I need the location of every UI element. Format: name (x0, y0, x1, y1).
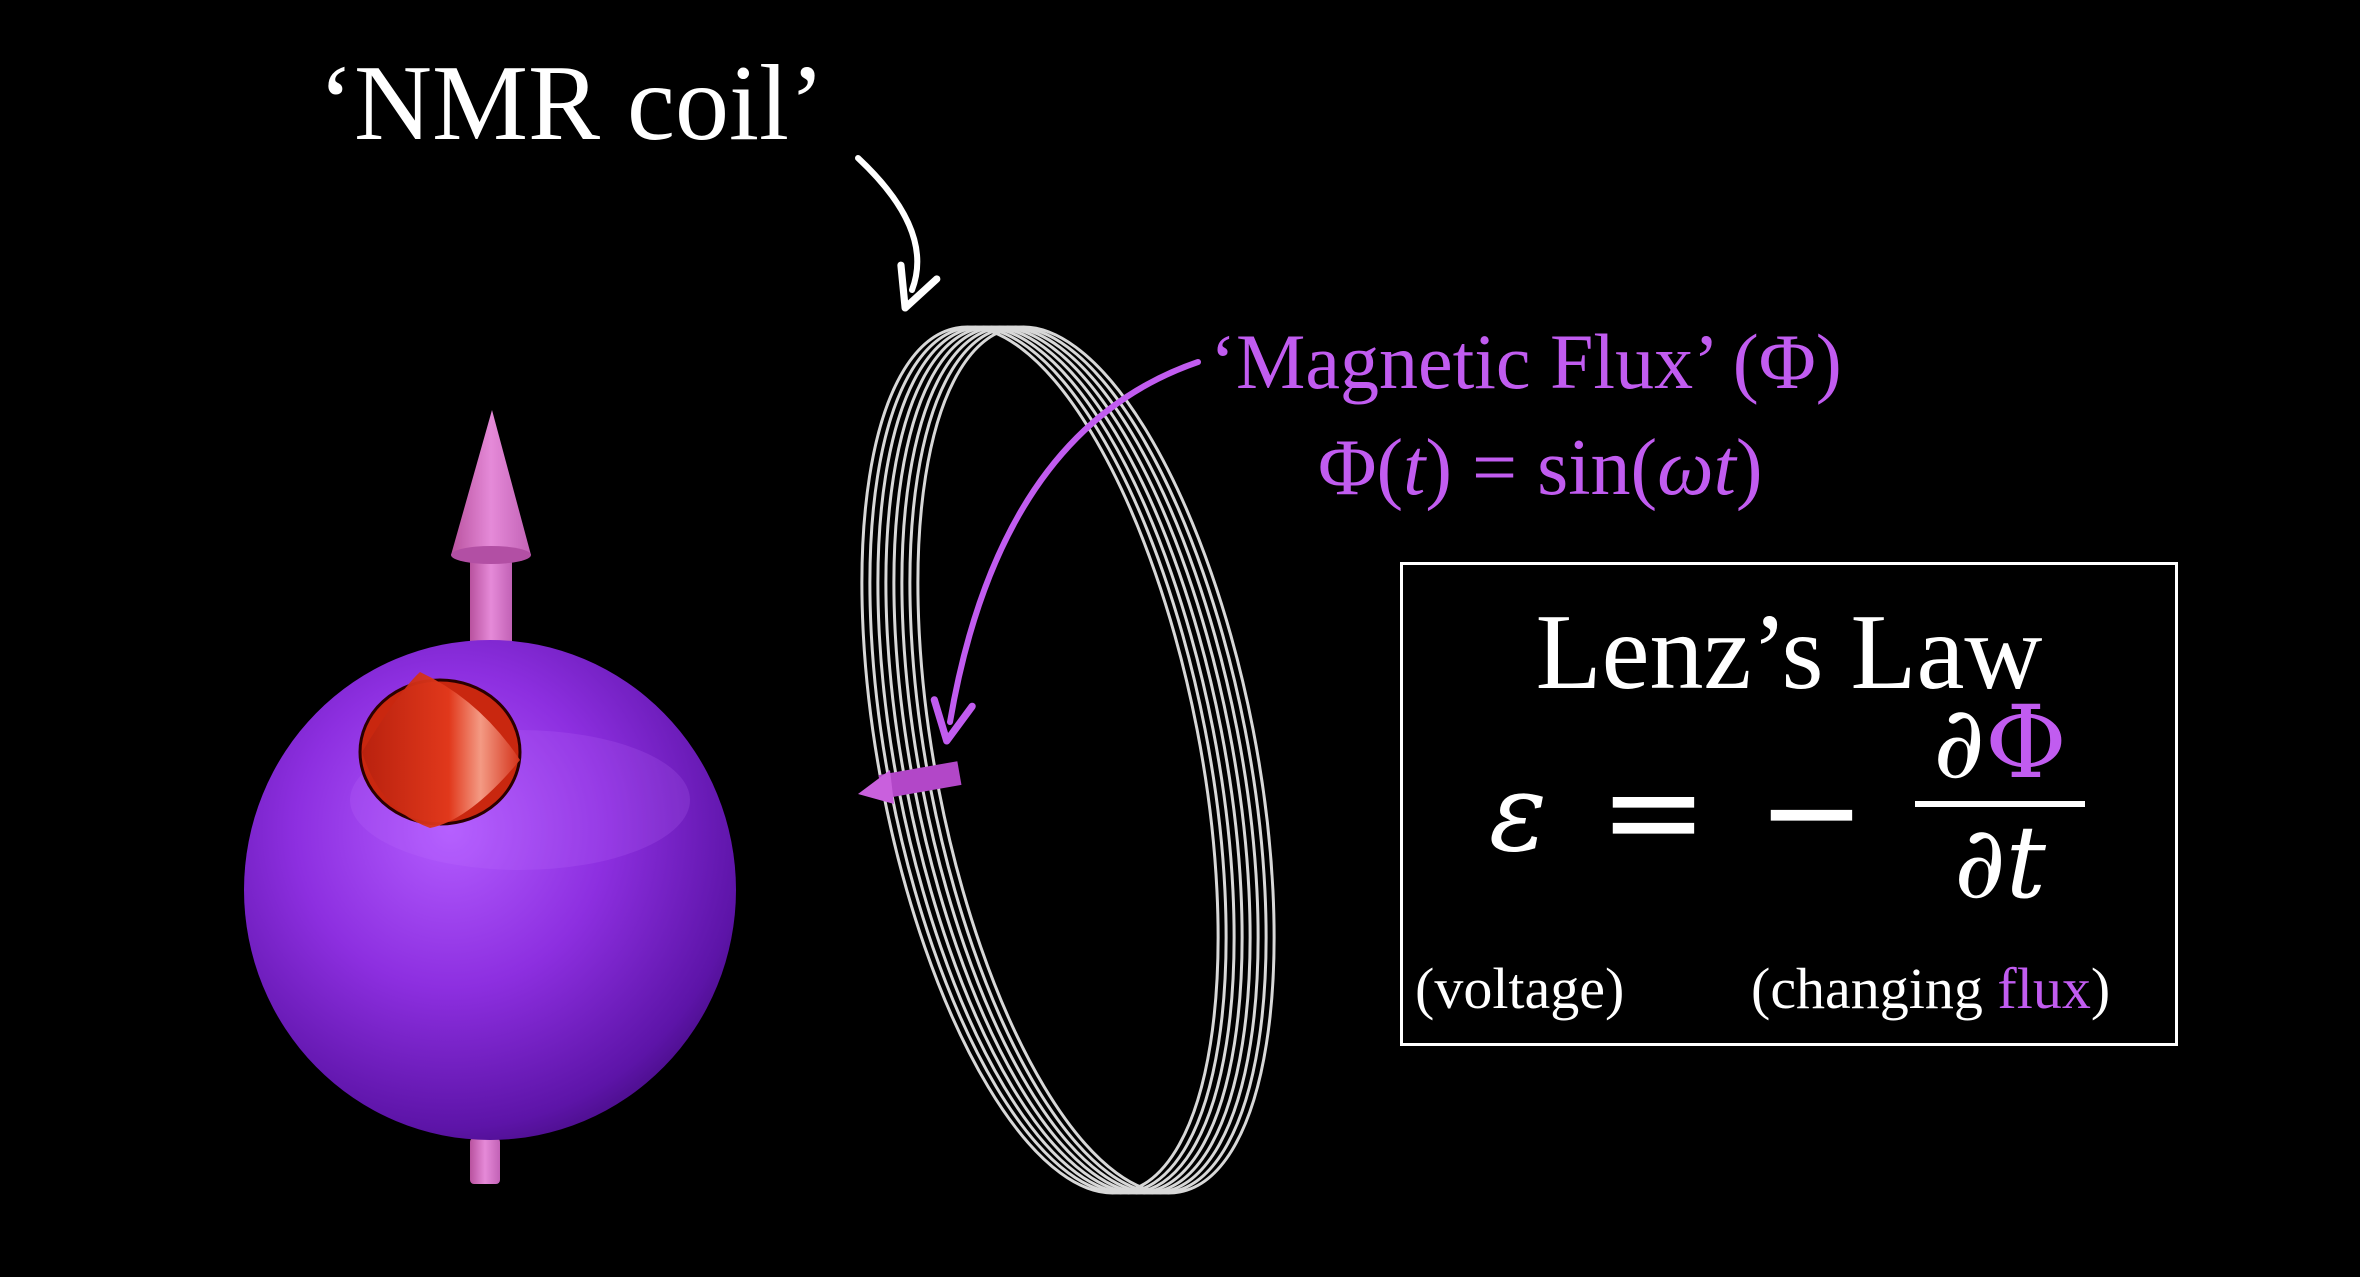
lenz-law-equation: ε = − ∂Φ ∂t (1403, 693, 2175, 913)
eq-epsilon: ε (1489, 751, 1547, 876)
voltage-label: (voltage) (1415, 956, 1625, 1021)
eq-fraction: ∂Φ ∂t (1915, 693, 2085, 913)
flux-eq-t: t (1403, 424, 1426, 512)
nmr-coil (860, 325, 1276, 1195)
eq-equals: = (1599, 735, 1708, 887)
changing-flux-open: (changing (1751, 956, 1998, 1021)
eq-partial: ∂ (1933, 684, 1985, 801)
nmr-coil-label: ‘NMR coil’ (318, 44, 825, 163)
flux-eq-end: ) (1735, 424, 1763, 512)
magnetic-flux-label: ‘Magnetic Flux’ (Φ) (1210, 318, 1842, 405)
spin-arrow-head-base (451, 546, 531, 564)
eq-denominator: ∂t (1954, 804, 2046, 921)
flux-arrow (858, 761, 962, 804)
flux-eq-mid: ) = sin( (1425, 424, 1658, 512)
lenz-law-title: Lenz’s Law (1535, 593, 2043, 712)
coil-pointer-arrow (855, 155, 941, 312)
eq-minus: − (1757, 735, 1866, 887)
cone-body (362, 672, 520, 828)
changing-flux-close: ) (2090, 956, 2111, 1021)
spin-arrow-tail (470, 1138, 500, 1184)
flux-eq-wt: ωt (1657, 424, 1736, 512)
eq-phi: Φ (1984, 684, 2067, 801)
changing-flux-label: (changing flux) (1751, 955, 2110, 1022)
flux-eq-lhs: Φ( (1318, 424, 1404, 512)
flux-equation: Φ(t) = sin(ωt) (1318, 428, 1762, 508)
flux-pointer-arrow (930, 359, 1201, 745)
changing-flux-word: flux (1997, 956, 2091, 1021)
eq-fraction-bar (1915, 801, 2085, 807)
eq-numerator: ∂Φ (1915, 693, 2085, 793)
lenz-law-box: Lenz’s Law ε = − ∂Φ ∂t (voltage) (changi… (1400, 562, 2178, 1046)
spin-arrow-head (451, 410, 531, 555)
